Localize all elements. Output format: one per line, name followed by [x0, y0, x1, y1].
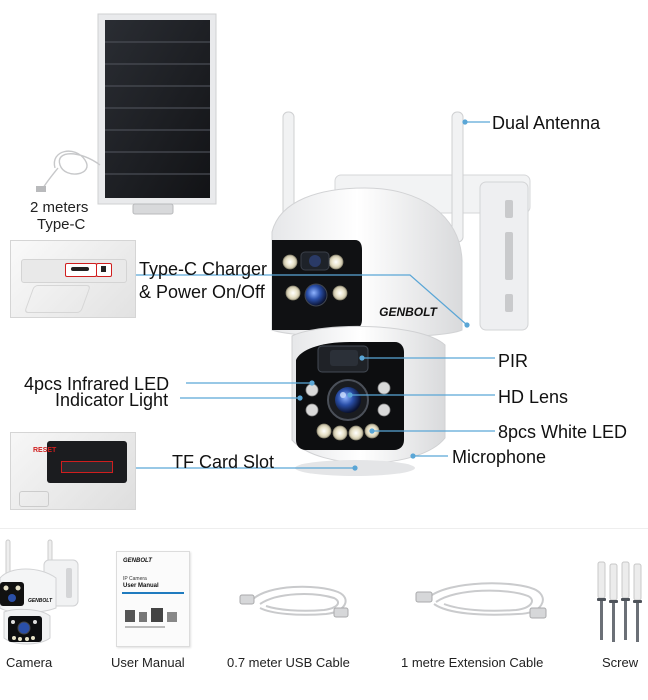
manual-icon: GENBOLT IP Camera User Manual	[116, 551, 190, 647]
manual-title: User Manual	[123, 583, 159, 589]
cable-length-label: 2 meters	[30, 199, 89, 216]
package-item-label-extension-cable: 1 metre Extension Cable	[401, 655, 544, 670]
package-item-label-camera: Camera	[6, 655, 53, 670]
package-item-label-screw: Screw	[602, 655, 639, 670]
leader-lines	[134, 119, 495, 471]
indicator-light-label: Indicator Light	[55, 390, 169, 410]
white-led-label: 8pcs White LED	[498, 422, 628, 442]
camera-brand-logo: GENBOLT	[379, 305, 438, 319]
section-divider	[0, 528, 648, 529]
package-item-label-usb-cable: 0.7 meter USB Cable	[227, 655, 350, 670]
microphone-label: Microphone	[452, 447, 547, 467]
coiled-cable	[36, 150, 101, 192]
hd-lens-label: HD Lens	[498, 387, 569, 407]
cable-type-label: Type-C	[37, 216, 86, 233]
svg-text:GENBOLT: GENBOLT	[28, 598, 53, 604]
charger-label-line2: & Power On/Off	[139, 282, 265, 302]
extension-cable-icon	[415, 582, 547, 619]
camera-lower-head	[291, 325, 446, 476]
charger-label-line1: Type-C Charger	[139, 259, 268, 279]
usb-cable-icon	[239, 585, 349, 618]
reset-label: RESET	[33, 447, 57, 454]
wall-mount	[334, 174, 531, 331]
pir-label: PIR	[498, 351, 529, 371]
tf-card-slot-label: TF Card Slot	[172, 452, 275, 472]
manual-subtitle: IP Camera	[123, 576, 147, 582]
manual-brand: GENBOLT	[123, 558, 152, 564]
inset-typec-port	[10, 240, 136, 318]
camera-upper-body: GENBOLT	[271, 187, 463, 338]
solar-panel	[97, 13, 217, 215]
screw-icon	[597, 561, 642, 642]
dual-antenna-label: Dual Antenna	[492, 113, 601, 133]
tf-slot-highlight	[61, 461, 113, 473]
infrared-led-label: 4pcs Infrared LED	[24, 374, 170, 394]
inset-tf-card-slot: RESET	[10, 432, 136, 510]
antenna-right	[451, 111, 464, 243]
package-item-label-manual: User Manual	[111, 655, 185, 670]
camera-icon: GENBOLT	[0, 539, 79, 645]
